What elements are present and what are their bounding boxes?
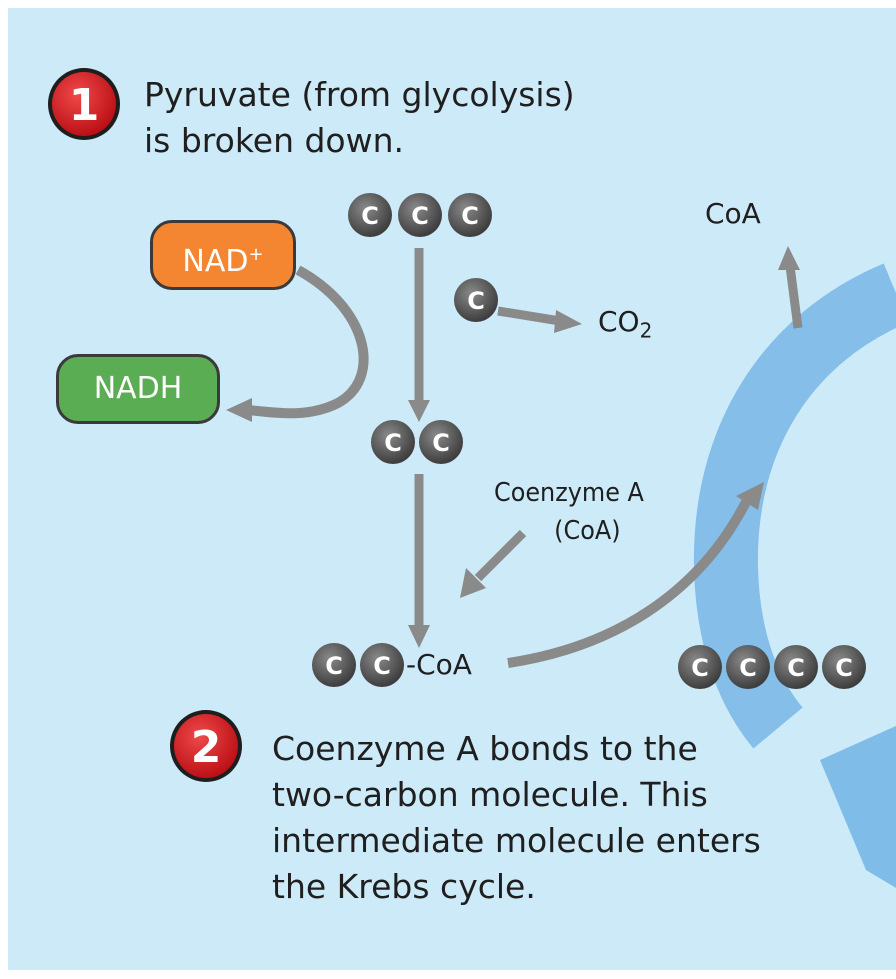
step-1-number: 1 <box>69 80 100 131</box>
step-2-line-4: the Krebs cycle. <box>272 867 536 906</box>
step-2-text: Coenzyme A bonds to the two-carbon molec… <box>272 726 761 910</box>
svg-text:C: C <box>411 202 429 230</box>
step-2-line-1: Coenzyme A bonds to the <box>272 729 698 768</box>
svg-text:C: C <box>467 287 485 315</box>
carbon-atom: C <box>419 420 463 464</box>
svg-text:C: C <box>361 202 379 230</box>
nadh-text: NADH <box>93 371 183 406</box>
diagram-graphics: 1 2 C C C C C C <box>48 68 896 888</box>
step-1-line-1: Pyruvate (from glycolysis) <box>144 75 575 114</box>
coenzyme-a-label: Coenzyme A (CoA) <box>494 478 644 546</box>
acetyl-coa-suffix: -CoA <box>406 648 472 681</box>
step-2-line-3: intermediate molecule enters <box>272 821 761 860</box>
svg-text:C: C <box>835 654 853 682</box>
acetyl-coa-to-cycle-arrow <box>507 482 764 668</box>
carbon-atom: C <box>448 193 492 237</box>
coenzyme-arrow <box>460 529 527 598</box>
svg-text:C: C <box>384 429 402 457</box>
co2-label: CO2 <box>598 305 653 343</box>
carbon-atom: C <box>726 645 770 689</box>
svg-text:C: C <box>325 652 343 680</box>
released-carbon-atom: C <box>454 278 498 322</box>
step-1-line-2: is broken down. <box>144 121 405 160</box>
acetyl-coa-molecule: C C <box>312 643 404 687</box>
four-carbon-molecule: C C C C <box>678 645 866 689</box>
nad-text: NAD <box>182 244 249 279</box>
coa-released-label: CoA <box>705 197 761 230</box>
svg-text:C: C <box>787 654 805 682</box>
nadh-label: NADH <box>56 354 220 424</box>
svg-text:C: C <box>739 654 757 682</box>
pyruvate-molecule: C C C <box>348 193 492 237</box>
carbon-atom: C <box>348 193 392 237</box>
diagram-panel: 1 2 C C C C C C <box>8 8 896 970</box>
krebs-cycle-arrowhead <box>820 726 896 888</box>
svg-text:C: C <box>691 654 709 682</box>
main-flow-arrows <box>408 248 430 648</box>
step-1-badge: 1 <box>48 68 120 140</box>
step-1-text: Pyruvate (from glycolysis) is broken dow… <box>144 72 575 164</box>
carbon-atom: C <box>312 643 356 687</box>
carbon-atom: C <box>371 420 415 464</box>
co2-arrow <box>497 306 582 333</box>
nad-plus-label: NAD+ <box>150 220 296 290</box>
svg-text:C: C <box>432 429 450 457</box>
step-2-number: 2 <box>191 722 222 773</box>
step-2-badge: 2 <box>170 710 242 782</box>
carbon-atom: C <box>360 643 404 687</box>
carbon-atom: C <box>678 645 722 689</box>
coa-release-arrow <box>778 246 803 329</box>
svg-text:C: C <box>461 202 479 230</box>
carbon-atom: C <box>398 193 442 237</box>
svg-text:C: C <box>373 652 391 680</box>
two-carbon-molecule: C C <box>371 420 463 464</box>
nad-charge: + <box>248 244 264 265</box>
step-2-line-2: two-carbon molecule. This <box>272 775 708 814</box>
carbon-atom: C <box>822 645 866 689</box>
nad-to-nadh-arrow <box>226 265 369 422</box>
carbon-atom: C <box>774 645 818 689</box>
